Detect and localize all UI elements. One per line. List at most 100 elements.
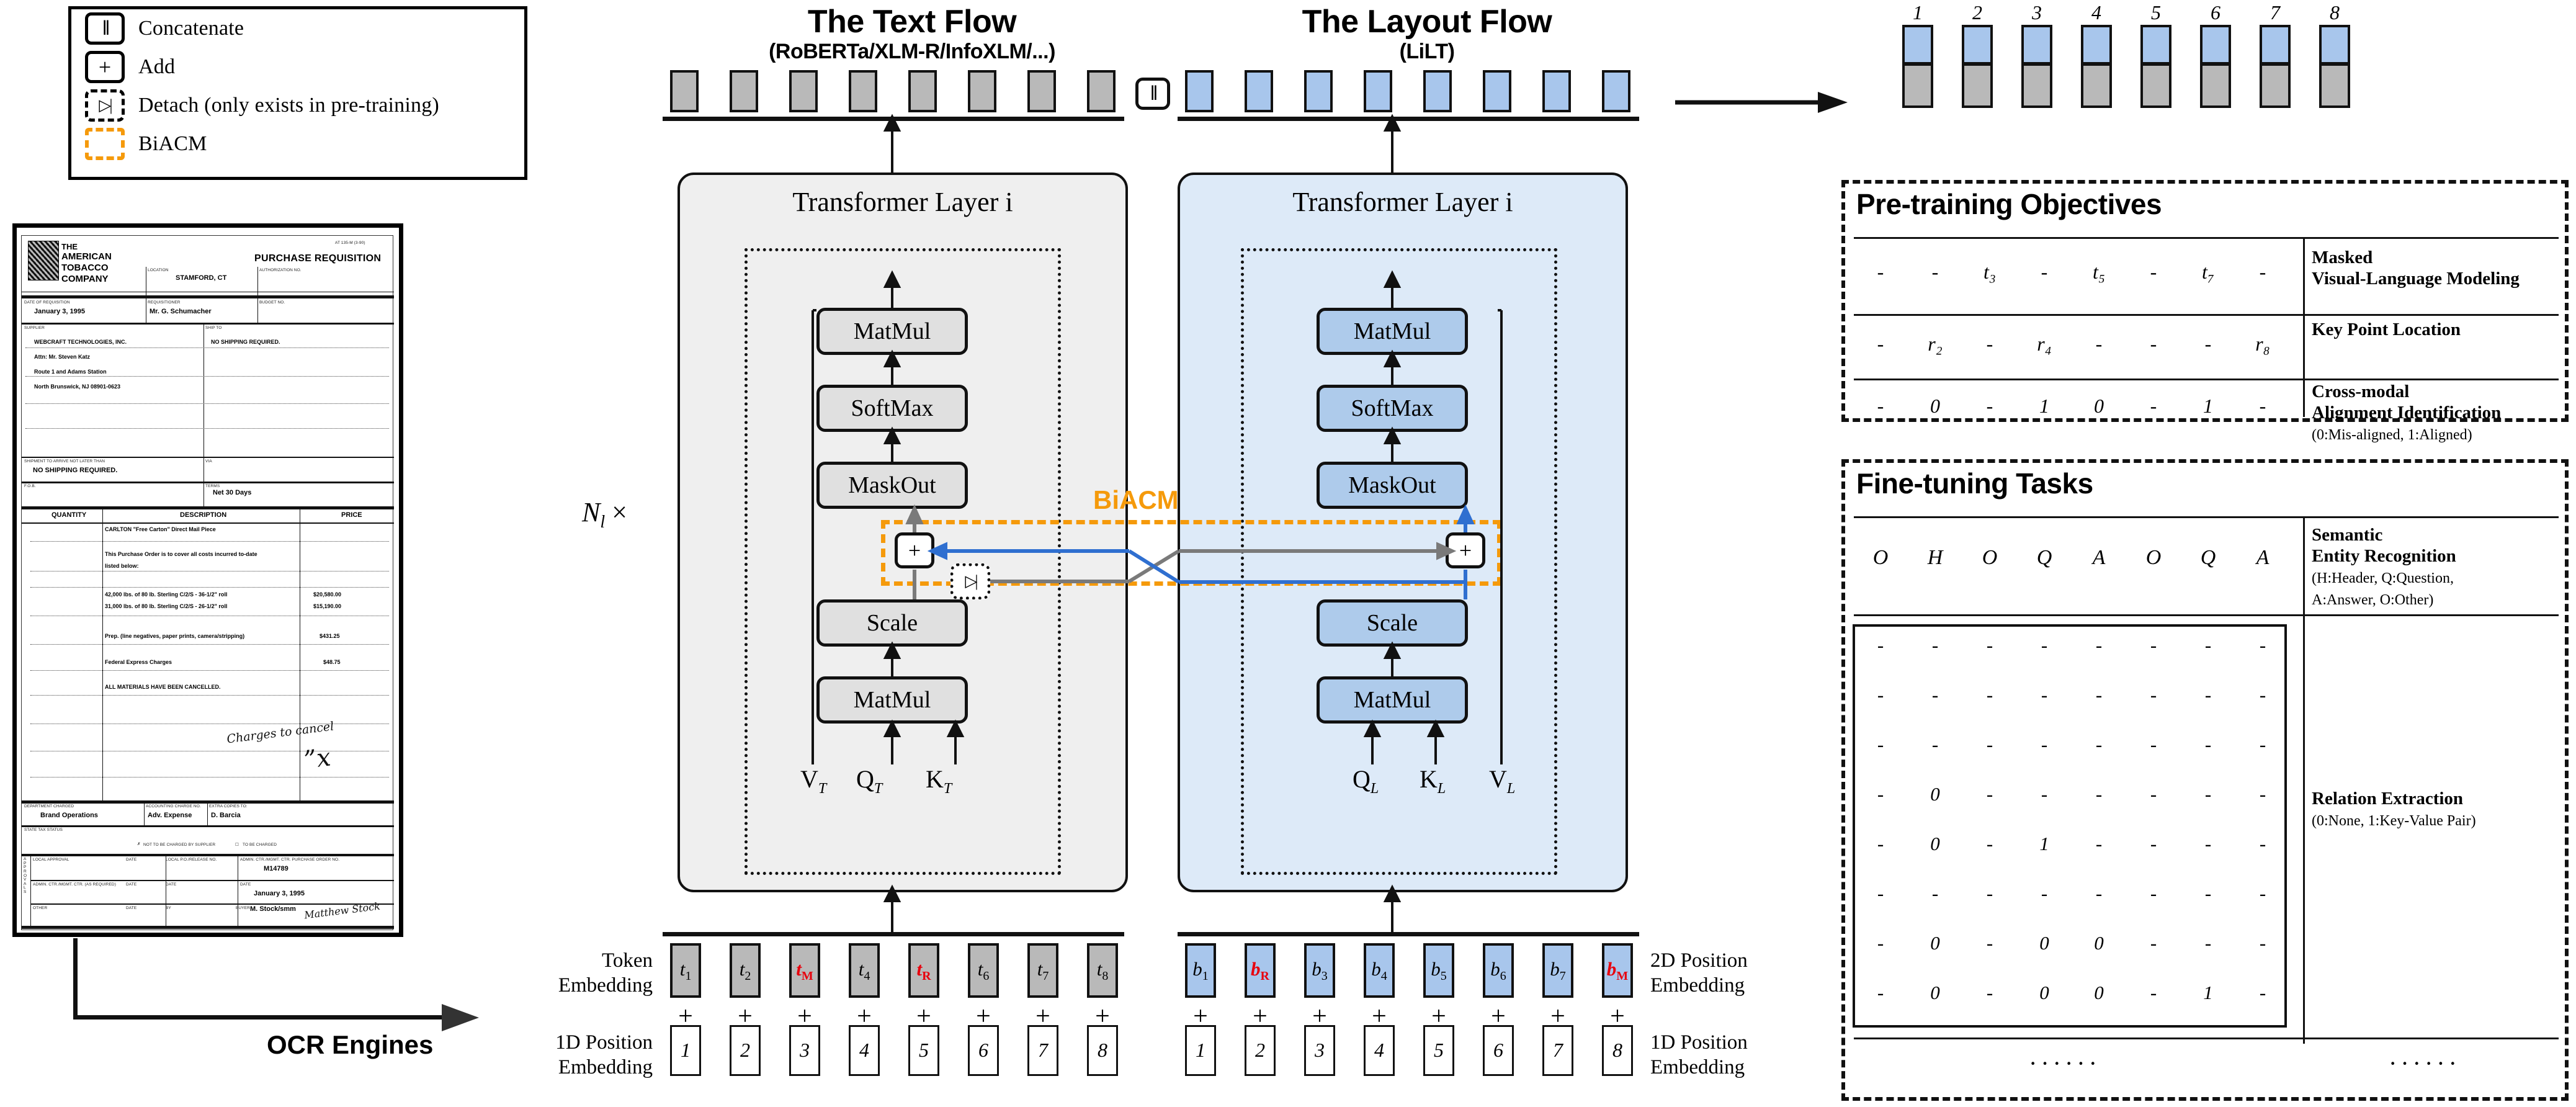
pretraining-cell: - [2150, 333, 2157, 355]
re-cell: - [2259, 882, 2266, 904]
layout-token-cell [1245, 943, 1276, 998]
layout-inner-dashed-box [1241, 248, 1557, 875]
text-position-label: 5 [919, 1039, 929, 1061]
re-cell: - [1931, 634, 1939, 656]
re-cell: 0 [1930, 982, 1940, 1003]
layout-token-label: b4 [1371, 958, 1387, 984]
ocr-engines-label: OCR Engines [267, 1030, 434, 1059]
pretraining-cell: - [1986, 395, 1993, 417]
text-token-label: t4 [858, 958, 870, 984]
field-label-requisitioner: REQUISITIONER [148, 300, 181, 305]
pretraining-cell: - [2041, 261, 2048, 283]
approval-value-0: M14789 [264, 865, 288, 872]
output-stack-gray-cell [2319, 63, 2350, 108]
field-value-date: January 3, 1995 [34, 308, 85, 315]
re-cell: - [2095, 783, 2103, 805]
approval-admin-2: BUYER [236, 906, 250, 910]
layout-token-cell [1185, 943, 1216, 998]
re-cell: - [1877, 833, 1884, 854]
text-input-k: KT [926, 765, 952, 797]
text-token-cell [968, 943, 999, 998]
re-cell: 0 [1930, 932, 1940, 954]
text-position-cell [849, 1025, 880, 1076]
layout-token-cell [1602, 943, 1633, 998]
output-stack-gray-cell [1902, 63, 1933, 108]
layout-plus-sign: + [1193, 1002, 1208, 1031]
output-stack-index: 5 [2151, 1, 2161, 24]
footer-label-acct: ACCOUNTING CHARGE NO. [146, 804, 201, 809]
add-glyph: + [98, 55, 112, 79]
checkbox-icon: ☐ [235, 843, 239, 847]
pretraining-row-rule [1854, 379, 2559, 380]
re-cell: - [2259, 733, 2266, 755]
approval-admin-1: DATE [240, 882, 251, 887]
re-cell: - [2041, 684, 2048, 706]
pretraining-cell: - [2204, 333, 2212, 355]
re-cell: - [2095, 833, 2103, 854]
text-plus-sign: + [1095, 1002, 1110, 1031]
layout-flow-heading: The Layout Flow (LiLT) [1191, 5, 1663, 64]
footer-label-copies: EXTRA COPIES TO: [209, 804, 248, 809]
re-cell: - [1931, 733, 1939, 755]
re-cell: - [2095, 634, 2103, 656]
ocr-arrow-vertical [73, 938, 78, 1019]
text-token-label: t8 [1096, 958, 1109, 984]
company-line-4: COMPANY [61, 274, 109, 284]
re-cell: - [1986, 932, 1993, 954]
re-cell: - [1931, 882, 1939, 904]
legend-item-concatenate: ‖ Concatenate [85, 9, 524, 48]
detach-op: ▷| [950, 563, 990, 599]
pretraining-cell: - [1931, 261, 1939, 283]
pretraining-cell: t₅ [2092, 261, 2105, 283]
text-position-label: 8 [1098, 1039, 1107, 1061]
table-row-desc-5: Prep. (line negatives, paper prints, cam… [105, 633, 245, 639]
layout-position-cell [1304, 1025, 1335, 1076]
layout-add-op: + [1446, 532, 1485, 568]
document-thumbnail: THE AMERICAN TOBACCO COMPANY AT 135-M (3… [12, 223, 403, 937]
layout-panel-title: Transformer Layer i [1292, 187, 1513, 217]
text-panel-title: Transformer Layer i [792, 187, 1013, 217]
concatenate-op-glyph: ‖ [1150, 82, 1157, 105]
field-label-date: DATE OF REQUISITION [24, 300, 70, 305]
detach-icon: ▷| [85, 89, 125, 122]
text-plus-sign: + [678, 1002, 693, 1031]
field-label-shipto: SHIP TO [205, 326, 222, 330]
text-token-cell [1087, 943, 1118, 998]
text-output-cell-8 [1087, 70, 1116, 112]
pretraining-cell: - [1877, 395, 1884, 417]
text-node-matmul-top: MatMul [816, 308, 968, 355]
layout-token-label: b1 [1192, 958, 1209, 984]
re-cell: - [2150, 783, 2157, 805]
handwriting-initials: ”x [302, 743, 333, 775]
legend-box: ‖ Concatenate + Add ▷| Detach (only exis… [68, 6, 527, 180]
text-output-cell-7 [1027, 70, 1056, 112]
re-cell: - [2150, 833, 2157, 854]
ser-cell: Q [2200, 546, 2216, 569]
text-output-cell-5 [908, 70, 937, 112]
re-cell: - [1986, 833, 1993, 854]
text-output-cell-3 [789, 70, 818, 112]
text-output-cell-4 [849, 70, 877, 112]
supplier-line-3: Route 1 and Adams Station [34, 369, 107, 375]
table-row-desc-3: 42,000 lbs. of 80 lb. Sterling C/2/S - 3… [105, 591, 228, 598]
footer-label-tax: STATE TAX STATUS [24, 828, 63, 832]
text-plus-sign: + [738, 1002, 753, 1031]
layout-node-matmul-top: MatMul [1317, 308, 1468, 355]
output-stack-blue-cell [1902, 25, 1933, 65]
re-cell: - [2041, 733, 2048, 755]
layout-output-cell-1 [1185, 70, 1214, 112]
table-row-desc-6: Federal Express Charges [105, 659, 172, 665]
pretraining-vrule [2303, 237, 2305, 417]
layout-token-cell [1423, 943, 1454, 998]
layout-node-scale: Scale [1317, 599, 1468, 647]
ser-cell: O [1982, 546, 1998, 569]
re-cell: - [2204, 634, 2212, 656]
layout-token-label: bR [1251, 958, 1269, 984]
concatenate-icon: ‖ [85, 12, 125, 45]
output-stack-index: 3 [2032, 1, 2042, 24]
re-cell: - [2150, 634, 2157, 656]
layout-token-label: bM [1606, 958, 1629, 984]
re-cell: 0 [1930, 783, 1940, 805]
